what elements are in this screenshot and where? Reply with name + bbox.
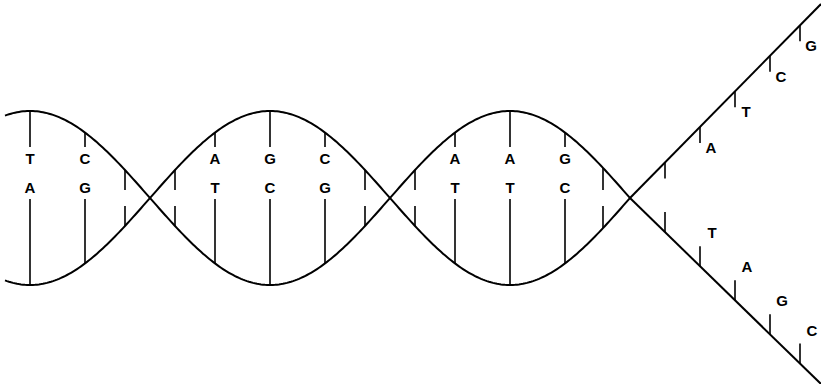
base-letter: C xyxy=(80,151,91,166)
single-strand xyxy=(630,198,821,384)
base-rung xyxy=(214,133,216,147)
base-rung xyxy=(414,170,416,190)
base-letter: C xyxy=(560,180,571,195)
base-letter: G xyxy=(805,38,817,53)
base-rung xyxy=(124,170,126,190)
base-rung xyxy=(124,206,126,226)
base-rung xyxy=(324,199,326,263)
base-rung xyxy=(174,170,176,190)
base-rung xyxy=(29,199,31,285)
base-letter: A xyxy=(742,259,753,274)
base-rung xyxy=(414,206,416,226)
base-rung xyxy=(564,133,566,147)
base-rung xyxy=(799,344,801,364)
base-rung xyxy=(84,199,86,263)
base-letter: C xyxy=(807,322,818,337)
base-letter: C xyxy=(320,151,331,166)
base-rung xyxy=(454,199,456,263)
base-rung xyxy=(602,168,604,190)
base-letter: G xyxy=(319,180,331,195)
base-letter: T xyxy=(741,104,750,119)
base-letter: A xyxy=(210,151,221,166)
base-rung xyxy=(214,199,216,263)
base-rung xyxy=(269,199,271,285)
base-letter: T xyxy=(707,225,716,240)
base-rung xyxy=(769,56,771,72)
base-rung xyxy=(602,206,604,228)
base-letter: A xyxy=(706,139,717,154)
dna-strand xyxy=(5,111,630,285)
base-letter: C xyxy=(265,180,276,195)
base-rung xyxy=(769,314,771,334)
base-letter: C xyxy=(776,68,787,83)
base-letter: G xyxy=(559,151,571,166)
base-letter: A xyxy=(505,151,516,166)
base-rung xyxy=(174,206,176,226)
base-rung xyxy=(734,91,736,107)
base-letter: T xyxy=(450,180,459,195)
base-letter: A xyxy=(450,151,461,166)
base-rung xyxy=(699,246,701,266)
base-letter: G xyxy=(79,180,91,195)
base-rung xyxy=(699,127,701,143)
base-rung xyxy=(324,133,326,147)
base-rung xyxy=(269,111,271,147)
base-letter: T xyxy=(210,180,219,195)
base-rung xyxy=(664,162,666,178)
base-rung xyxy=(664,212,666,232)
base-letter: T xyxy=(25,151,34,166)
base-rung xyxy=(29,111,31,147)
base-rung xyxy=(799,25,801,41)
single-strand xyxy=(630,4,821,198)
base-rung xyxy=(509,111,511,147)
base-rung xyxy=(564,199,566,263)
base-rung xyxy=(454,133,456,147)
base-rung xyxy=(364,170,366,190)
base-letter: T xyxy=(505,180,514,195)
base-rung xyxy=(734,280,736,300)
base-rung xyxy=(84,133,86,147)
dna-strand xyxy=(5,111,630,285)
base-letter: G xyxy=(264,151,276,166)
base-letter: A xyxy=(25,180,36,195)
base-rung xyxy=(364,206,366,226)
base-rung xyxy=(509,199,511,285)
base-letter: G xyxy=(776,293,788,308)
